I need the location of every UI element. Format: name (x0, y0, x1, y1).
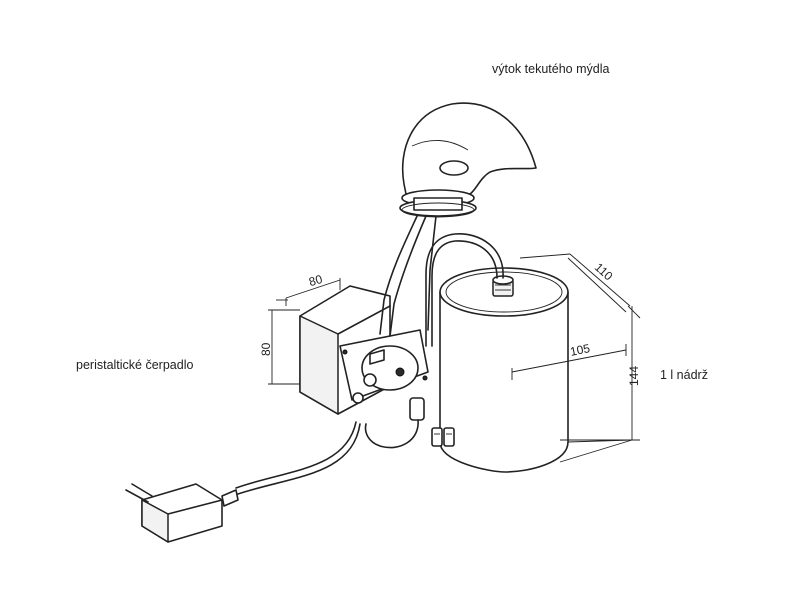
tubing (235, 213, 504, 495)
dim-tank-height: 144 (627, 366, 641, 386)
dim-tank-depth: 110 (592, 260, 616, 283)
power-adapter (125, 483, 239, 543)
dim-pump-height: 80 (259, 342, 273, 356)
dim-tank-diameter: 105 (569, 341, 592, 359)
peristaltic-pump (299, 285, 455, 447)
dimension-lines (268, 253, 641, 463)
soap-spout (399, 102, 537, 218)
dim-pump-width: 80 (307, 272, 324, 289)
tank (439, 267, 569, 473)
label-peristaltic-pump: peristaltické čerpadlo (76, 358, 194, 372)
label-soap-spout: výtok tekutého mýdla (492, 62, 610, 76)
label-tank: 1 l nádrž (660, 368, 708, 382)
